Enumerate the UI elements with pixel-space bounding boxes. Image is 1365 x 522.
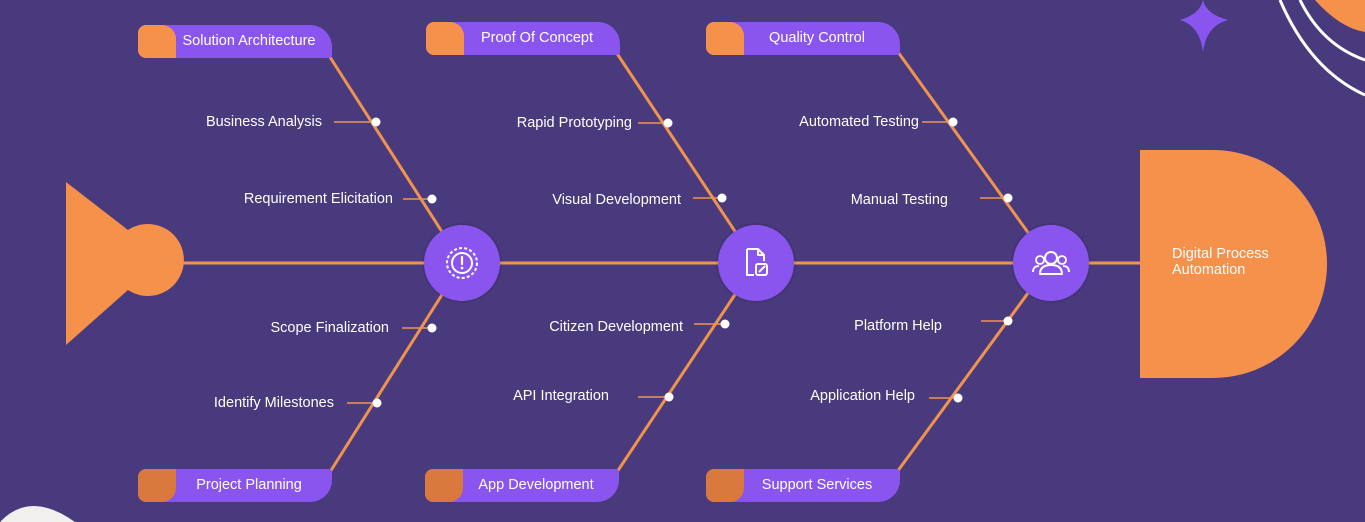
category-tag-support-services: Support Services xyxy=(706,469,900,502)
head-label: Digital Process Automation xyxy=(1172,246,1269,278)
tag-accent xyxy=(138,25,176,58)
tag-accent xyxy=(138,469,176,502)
bone-line xyxy=(615,262,758,473)
category-tag-quality-control: Quality Control xyxy=(706,22,900,55)
category-label: Quality Control xyxy=(769,30,865,46)
alert-gear-icon xyxy=(424,225,500,301)
bone-line xyxy=(896,51,1052,264)
tag-accent xyxy=(706,22,744,55)
bone-line xyxy=(328,262,464,473)
category-tag-proof-of-concept: Proof Of Concept xyxy=(426,22,620,55)
cause-dot xyxy=(1003,193,1013,203)
category-label: App Development xyxy=(478,477,594,493)
tag-accent xyxy=(426,22,464,55)
cause-dot xyxy=(427,323,437,333)
cause-dot xyxy=(1003,316,1013,326)
cause-dot xyxy=(948,117,958,127)
cause-dot xyxy=(664,392,674,402)
category-label: Project Planning xyxy=(196,477,302,493)
tag-accent xyxy=(706,469,744,502)
fish-tail xyxy=(66,182,184,345)
cause-label: Automated Testing xyxy=(799,114,919,130)
cause-label: Requirement Elicitation xyxy=(243,191,393,207)
bone-line xyxy=(326,53,464,264)
cause-label: Scope Finalization xyxy=(270,320,390,336)
document-edit-icon xyxy=(718,225,794,301)
category-label: Solution Architecture xyxy=(182,33,316,49)
cause-label: Identify Milestones xyxy=(213,395,334,411)
cause-label: Manual Testing xyxy=(850,192,948,208)
cause-dot xyxy=(720,319,730,329)
bone-line xyxy=(614,51,758,264)
decor-arc xyxy=(1298,0,1365,62)
cause-dot xyxy=(717,193,727,203)
cause-label: Application Help xyxy=(810,388,915,404)
cause-label: Platform Help xyxy=(854,318,942,334)
cause-label: Business Analysis xyxy=(205,114,322,130)
bone-line xyxy=(895,262,1052,473)
fish-head xyxy=(1140,150,1327,378)
cause-label: API Integration xyxy=(513,388,609,404)
decor-corner xyxy=(1315,0,1365,32)
category-tag-project-planning: Project Planning xyxy=(138,469,332,502)
category-tag-solution-architecture: Solution Architecture xyxy=(138,25,332,58)
sparkle-icon xyxy=(1180,0,1228,52)
tag-accent xyxy=(425,469,463,502)
decor-corner-bottom xyxy=(0,506,75,522)
category-label: Proof Of Concept xyxy=(480,30,594,46)
cause-dot xyxy=(663,118,673,128)
cause-label: Citizen Development xyxy=(549,319,683,335)
cause-dot xyxy=(427,194,437,204)
cause-dot xyxy=(371,117,381,127)
cause-dot xyxy=(953,393,963,403)
category-tag-app-development: App Development xyxy=(425,469,619,502)
category-label: Support Services xyxy=(761,477,873,493)
users-icon xyxy=(1013,225,1089,301)
cause-label: Visual Development xyxy=(552,192,681,208)
decor-arc xyxy=(1278,0,1365,97)
cause-dot xyxy=(372,398,382,408)
cause-label: Rapid Prototyping xyxy=(516,115,632,131)
